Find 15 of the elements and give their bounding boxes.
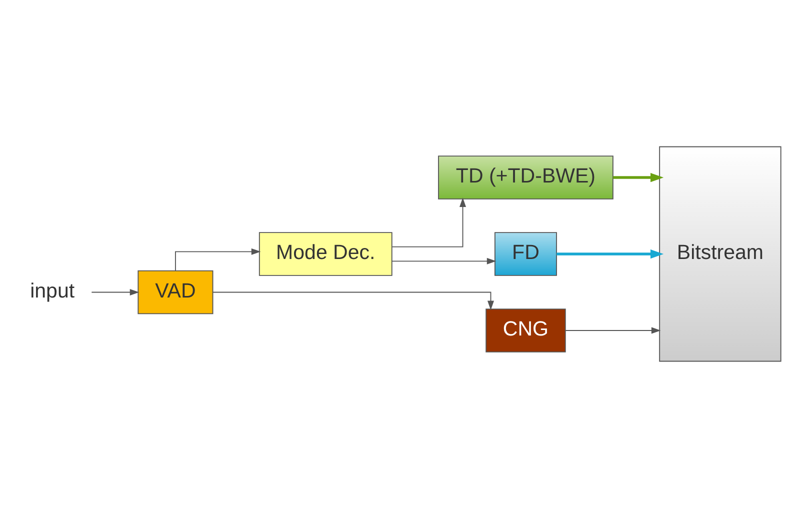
node-box: VAD xyxy=(138,270,214,314)
arrow xyxy=(392,197,466,247)
arrow xyxy=(91,288,140,296)
node-box: FD xyxy=(494,232,557,276)
arrow xyxy=(613,172,664,182)
node-box: CNG xyxy=(486,308,566,352)
node-text: input xyxy=(30,278,75,302)
arrow xyxy=(565,326,661,334)
arrow xyxy=(556,248,664,258)
arrow xyxy=(392,257,496,264)
arrow xyxy=(175,248,261,271)
arrow xyxy=(212,291,494,310)
node-box: Mode Dec. xyxy=(258,232,392,276)
node-box: TD (+TD-BWE) xyxy=(438,155,614,199)
node-box: Bitstream xyxy=(659,146,782,362)
